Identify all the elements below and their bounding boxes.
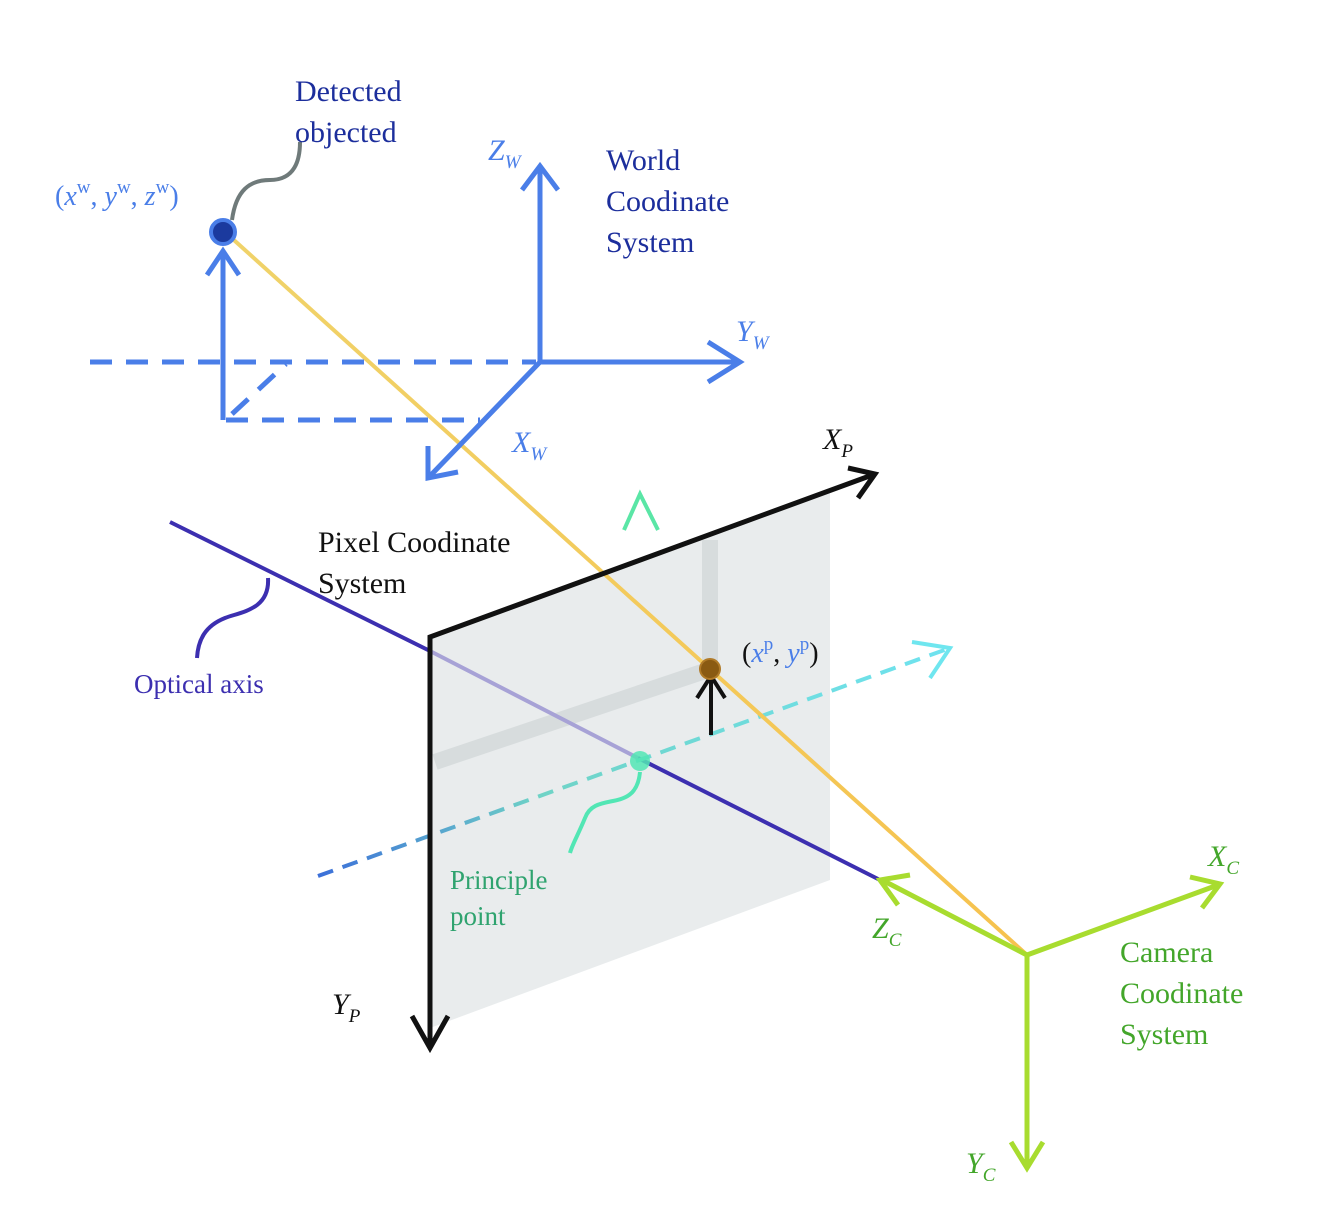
pixel-system-label-line1: Pixel Coodinate xyxy=(318,526,510,559)
principle-point-label-line2: point xyxy=(450,901,506,931)
object-height-arrow xyxy=(204,246,242,420)
image-plane xyxy=(430,490,830,1028)
pixel-axes xyxy=(409,465,880,1054)
world-dashed-guides xyxy=(90,359,536,423)
world-point-coordinates: (xw, yw, zw) xyxy=(55,177,179,212)
detected-object-marker xyxy=(209,218,237,246)
pixel-point-coordinates: (xp, yp) xyxy=(742,634,819,669)
detected-object-leader xyxy=(230,141,302,221)
principal-point-marker xyxy=(630,751,650,771)
detected-object-label-line1: Detected xyxy=(295,75,402,108)
labels: Detected objected World Coodinate System… xyxy=(55,75,1243,1186)
optical-axis-line xyxy=(169,520,881,882)
camera-axes xyxy=(875,872,1225,1173)
pixel-point-marker xyxy=(699,658,721,680)
principal-point-leader xyxy=(568,771,642,854)
pixel-system-label-line2: System xyxy=(318,567,406,600)
world-y-axis-label: YW xyxy=(736,315,771,354)
camera-x-axis-label: XC xyxy=(1207,840,1239,879)
world-system-label-line1: World xyxy=(606,144,680,177)
camera-z-axis-label: ZC xyxy=(872,912,902,951)
detected-object-label-line2: objected xyxy=(295,116,397,149)
camera-y-axis-label: YC xyxy=(966,1147,996,1186)
world-axes xyxy=(425,161,745,482)
principle-point-label-line1: Principle xyxy=(450,865,547,895)
camera-system-label-line1: Camera xyxy=(1120,936,1213,969)
camera-system-label-line2: Coodinate xyxy=(1120,977,1243,1010)
optical-axis-label: Optical axis xyxy=(134,669,264,699)
vertical-dashed-axis xyxy=(622,489,660,1000)
world-system-label-line3: System xyxy=(606,226,694,259)
plane-inner-guides xyxy=(432,540,718,770)
world-system-label-line2: Coodinate xyxy=(606,185,729,218)
world-z-axis-label: ZW xyxy=(488,134,523,173)
optical-axis-leader xyxy=(195,577,271,659)
camera-system-label-line3: System xyxy=(1120,1018,1208,1051)
cyan-dashed-axis xyxy=(317,640,954,878)
pixel-x-axis-label: XP xyxy=(822,423,853,462)
projection-ray xyxy=(223,230,1029,957)
pixel-y-axis-label: YP xyxy=(332,988,361,1027)
world-x-axis-label: XW xyxy=(511,426,548,465)
